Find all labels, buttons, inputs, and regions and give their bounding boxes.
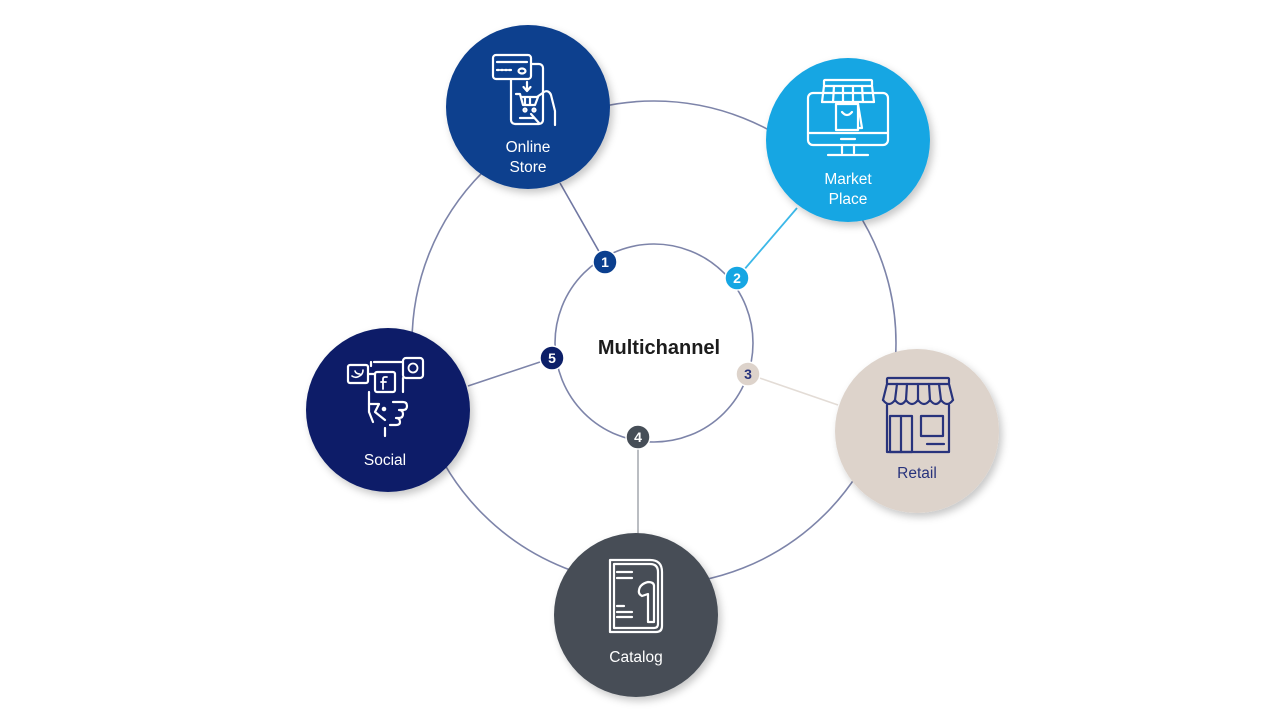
node-catalog: Catalog (554, 533, 718, 697)
connector-retail (747, 373, 839, 406)
connector-market-place (736, 207, 798, 279)
badge-1: 1 (592, 249, 618, 275)
market-place-label-line1: Market (824, 171, 872, 188)
retail-store-icon (881, 376, 955, 454)
badge-1-number: 1 (601, 254, 609, 270)
market-place-label-line2: Place (829, 191, 868, 208)
social-label: Social (364, 452, 406, 469)
online-store-circle (446, 25, 610, 189)
connector-online-store (559, 182, 606, 263)
retail-label: Retail (897, 465, 937, 482)
online-store-icon (491, 53, 557, 127)
badge-3-number: 3 (744, 366, 752, 382)
badge-5-number: 5 (548, 350, 556, 366)
badge-2-number: 2 (733, 270, 741, 286)
badge-2: 2 (724, 265, 750, 291)
node-retail: Retail (835, 349, 999, 513)
badge-3: 3 (735, 361, 761, 387)
badge-2-circle (724, 265, 750, 291)
badge-4-number: 4 (634, 429, 642, 445)
node-social: Social (306, 328, 470, 492)
node-online-store: Online Store (446, 25, 610, 189)
node-market-place: Market Place (766, 58, 930, 222)
online-store-label-line1: Online (506, 139, 551, 156)
badge-1-circle (592, 249, 618, 275)
catalog-icon (608, 558, 664, 634)
online-store-label-line2: Store (509, 159, 546, 176)
retail-circle (835, 349, 999, 513)
badge-4-circle (625, 424, 651, 450)
badge-4: 4 (625, 424, 651, 450)
inner-ring (554, 243, 754, 443)
badge-3-circle (735, 361, 761, 387)
badge-5-circle (539, 345, 565, 371)
badge-5: 5 (539, 345, 565, 371)
catalog-label: Catalog (609, 649, 662, 666)
catalog-circle (554, 533, 718, 697)
connector-social (467, 357, 553, 387)
marketplace-icon (806, 78, 890, 157)
center-label: Multichannel (598, 337, 720, 359)
social-media-icon (346, 356, 425, 438)
